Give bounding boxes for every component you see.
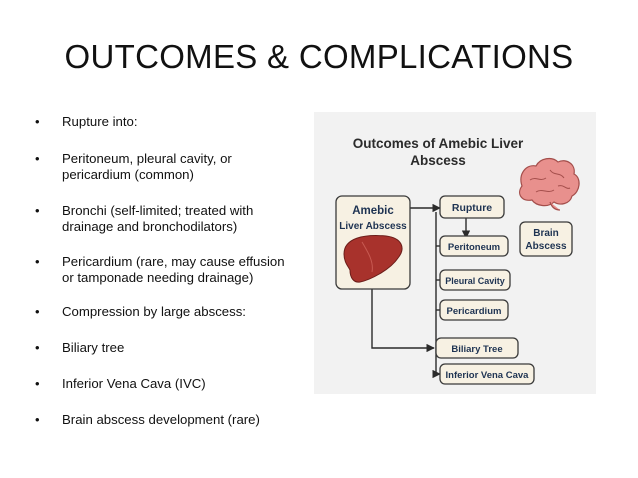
- biliary-box: [435, 337, 519, 359]
- brain-icon: [519, 157, 580, 211]
- bullet-dot: •: [35, 340, 40, 355]
- pericardium-box: [439, 299, 509, 321]
- diagram-panel: Outcomes of Amebic Liver Abscess Amebic …: [314, 112, 596, 394]
- diagram-title-line2: Abscess: [410, 153, 466, 168]
- pericardium-label: Pericardium: [447, 306, 502, 317]
- diagram-svg: Outcomes of Amebic Liver Abscess Amebic …: [335, 136, 580, 385]
- rupture-box: [439, 195, 505, 219]
- bullet-dot: •: [35, 412, 40, 427]
- liver-icon-vein: [361, 241, 373, 273]
- rupture-label: Rupture: [452, 202, 492, 214]
- peritoneum-label: Peritoneum: [448, 242, 500, 253]
- bullet-dot: •: [35, 203, 40, 218]
- bullet-dot: •: [35, 304, 40, 319]
- biliary-label: Biliary Tree: [451, 344, 502, 355]
- brain-box-line2: Abscess: [525, 241, 567, 252]
- bullet-dot: •: [35, 254, 40, 269]
- bullet-dot: •: [35, 151, 40, 166]
- bullet-text: Biliary tree: [62, 340, 125, 355]
- liver-box-line1: Amebic: [352, 205, 394, 217]
- peritoneum-box: [439, 235, 509, 257]
- brain-box-line1: Brain: [533, 228, 559, 239]
- slide-title: OUTCOMES & COMPLICATIONS: [64, 38, 574, 75]
- pleural-label: Pleural Cavity: [445, 276, 505, 286]
- pleural-box: [439, 269, 511, 291]
- diagram-title-line1: Outcomes of Amebic Liver: [353, 136, 524, 151]
- liver-icon: [343, 235, 403, 283]
- brain-abscess-box: [519, 221, 573, 257]
- ivc-box: [439, 363, 535, 385]
- arrow-to-biliary: [371, 289, 435, 353]
- bullet-text: Compression by large abscess:: [62, 304, 246, 319]
- bullet-text: Rupture into:: [62, 114, 138, 129]
- bullet-text: Inferior Vena Cava (IVC): [62, 376, 206, 391]
- bullet-dot: •: [35, 114, 40, 129]
- bullet-text: Brain abscess development (rare): [62, 412, 260, 427]
- ivc-label: Inferior Vena Cava: [446, 370, 530, 381]
- liver-box-line2: Liver Abscess: [339, 221, 407, 232]
- bullet-dot: •: [35, 376, 40, 391]
